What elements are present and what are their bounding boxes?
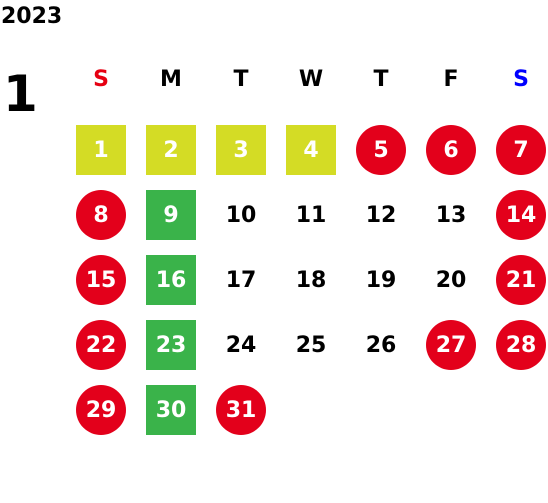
calendar-day[interactable]: 14 bbox=[496, 190, 546, 240]
weekday-label: W bbox=[298, 67, 324, 92]
calendar-day[interactable]: 29 bbox=[76, 385, 126, 435]
weekday-label: M bbox=[160, 67, 182, 92]
weekday-label: S bbox=[93, 67, 109, 92]
calendar-day[interactable]: 15 bbox=[76, 255, 126, 305]
calendar-day[interactable]: 31 bbox=[216, 385, 266, 435]
calendar-day[interactable]: 3 bbox=[216, 125, 266, 175]
calendar-day[interactable]: 9 bbox=[146, 190, 196, 240]
calendar-day[interactable]: 18 bbox=[295, 267, 327, 293]
calendar-day[interactable]: 27 bbox=[426, 320, 476, 370]
calendar-day[interactable]: 10 bbox=[225, 202, 257, 228]
calendar-day[interactable]: 21 bbox=[496, 255, 546, 305]
calendar-day[interactable]: 12 bbox=[365, 202, 397, 228]
calendar-day[interactable]: 19 bbox=[365, 267, 397, 293]
calendar-day[interactable]: 20 bbox=[435, 267, 467, 293]
calendar-day[interactable]: 7 bbox=[496, 125, 546, 175]
calendar-day[interactable]: 22 bbox=[76, 320, 126, 370]
calendar-day[interactable]: 6 bbox=[426, 125, 476, 175]
calendar-day[interactable]: 11 bbox=[295, 202, 327, 228]
calendar-day[interactable]: 4 bbox=[286, 125, 336, 175]
month-number: 1 bbox=[3, 65, 38, 123]
calendar-day[interactable]: 13 bbox=[435, 202, 467, 228]
calendar-day[interactable]: 17 bbox=[225, 267, 257, 293]
calendar-day[interactable]: 24 bbox=[225, 332, 257, 358]
calendar-day[interactable]: 26 bbox=[365, 332, 397, 358]
weekday-label: S bbox=[513, 67, 529, 92]
weekday-label: T bbox=[373, 67, 389, 92]
year-label: 2023 bbox=[1, 4, 63, 29]
calendar-day[interactable]: 30 bbox=[146, 385, 196, 435]
weekday-label: F bbox=[443, 67, 459, 92]
calendar-day[interactable]: 8 bbox=[76, 190, 126, 240]
calendar-day[interactable]: 5 bbox=[356, 125, 406, 175]
weekday-label: T bbox=[233, 67, 249, 92]
calendar-day[interactable]: 2 bbox=[146, 125, 196, 175]
calendar-day[interactable]: 1 bbox=[76, 125, 126, 175]
calendar-day[interactable]: 25 bbox=[295, 332, 327, 358]
calendar-day[interactable]: 23 bbox=[146, 320, 196, 370]
calendar-day[interactable]: 28 bbox=[496, 320, 546, 370]
calendar-day[interactable]: 16 bbox=[146, 255, 196, 305]
